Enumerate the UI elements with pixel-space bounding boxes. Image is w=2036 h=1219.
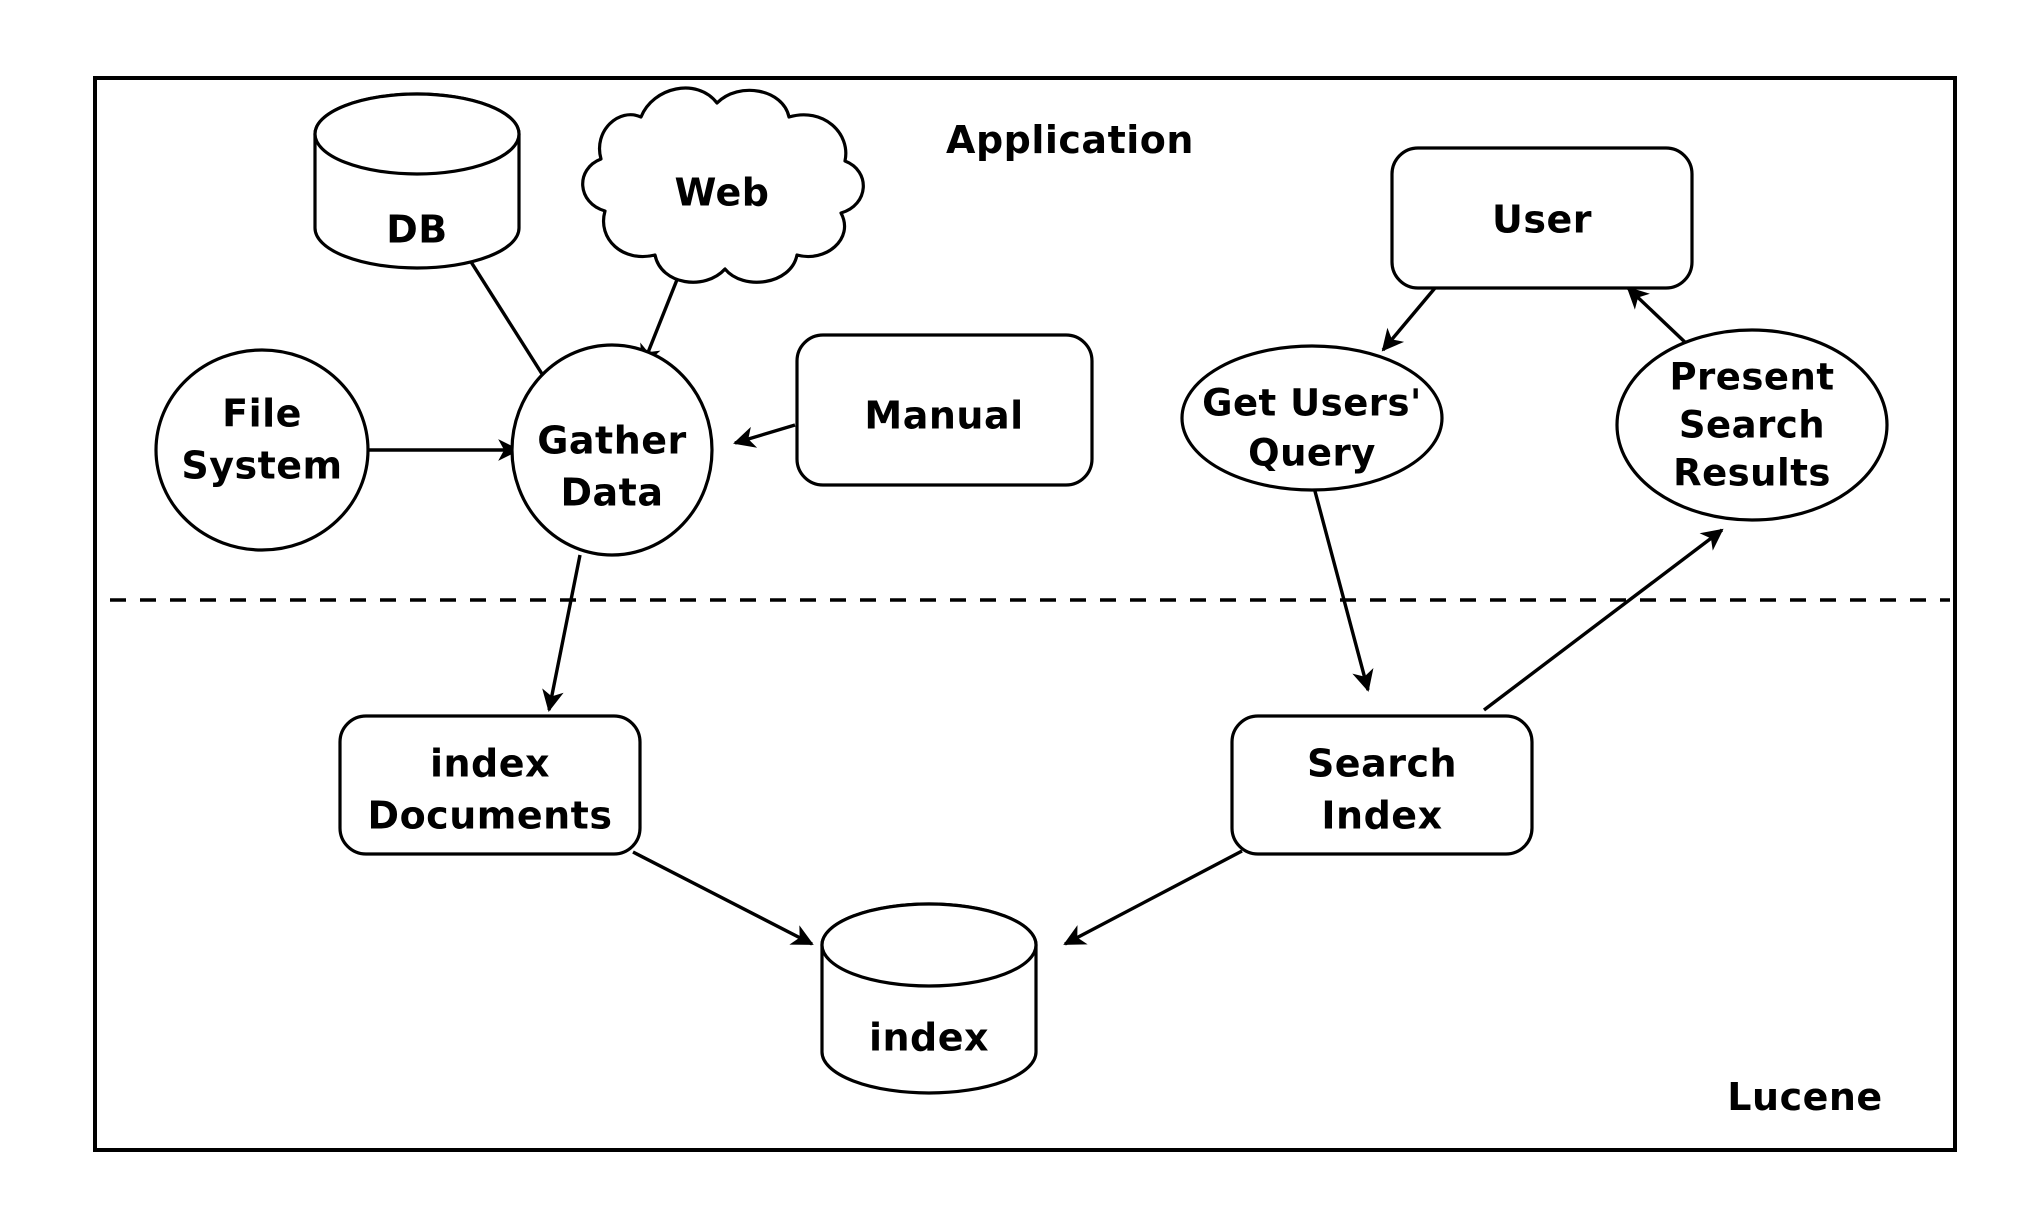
node-manual-label: Manual <box>864 394 1023 438</box>
edge-search-index-to-present-search-results <box>1482 528 1724 712</box>
node-file-system[interactable]: File System <box>154 348 370 552</box>
node-gather-data-label-line2: Data <box>561 471 664 515</box>
node-manual[interactable]: Manual <box>795 333 1094 487</box>
node-present-search-results-label-line2: Search <box>1679 404 1825 447</box>
node-present-search-results-label-line3: Results <box>1673 452 1831 495</box>
node-gather-data-label-line1: Gather <box>537 419 687 463</box>
node-index-store-label: index <box>869 1016 989 1060</box>
node-web-label: Web <box>674 171 769 215</box>
edge-manual-to-gather-data <box>733 423 796 448</box>
node-index-store[interactable]: index <box>820 902 1038 1095</box>
edge-index-documents-to-index <box>632 850 814 946</box>
edge-present-search-results-to-user <box>1626 286 1690 347</box>
node-get-users-query-label-line1: Get Users' <box>1202 382 1422 425</box>
node-gather-data[interactable]: Gather Data <box>510 343 714 557</box>
node-search-index[interactable]: Search Index <box>1230 714 1534 856</box>
edge-user-to-get-users-query <box>1381 286 1437 352</box>
zone-label-application: Application <box>946 118 1194 162</box>
node-search-index-label-line1: Search <box>1307 742 1457 786</box>
node-user[interactable]: User <box>1390 146 1694 290</box>
node-web[interactable]: Web <box>581 86 865 284</box>
node-get-users-query-label-line2: Query <box>1248 432 1376 475</box>
node-db-label: DB <box>386 208 448 252</box>
node-user-label: User <box>1492 198 1592 242</box>
node-present-search-results[interactable]: Present Search Results <box>1615 328 1889 522</box>
node-present-search-results-label-line1: Present <box>1669 356 1834 399</box>
node-search-index-label-line2: Index <box>1321 794 1442 838</box>
node-index-documents[interactable]: index Documents <box>338 714 642 856</box>
outer-frame <box>93 76 1957 1152</box>
node-index-documents-label-line1: index <box>430 742 550 786</box>
edge-search-index-to-index <box>1063 849 1243 946</box>
node-get-users-query[interactable]: Get Users' Query <box>1180 344 1444 492</box>
node-file-system-label-line2: System <box>181 444 342 488</box>
edge-get-users-query-to-search-index <box>1310 479 1374 692</box>
zone-label-lucene: Lucene <box>1727 1075 1882 1119</box>
node-index-documents-label-line2: Documents <box>368 794 613 838</box>
edge-gather-data-to-index-documents <box>542 554 582 712</box>
node-db[interactable]: DB <box>313 92 521 270</box>
node-file-system-label-line1: File <box>222 392 302 436</box>
